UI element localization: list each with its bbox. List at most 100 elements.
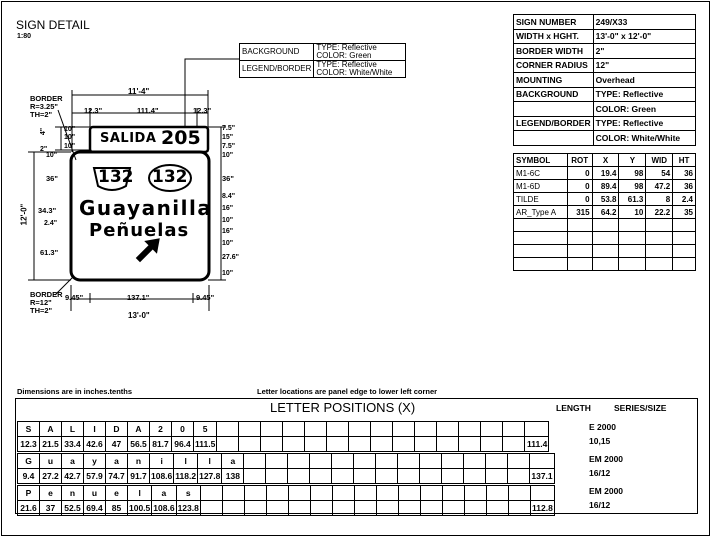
letter-cell: [309, 485, 333, 501]
dim-r-36: 36": [222, 174, 234, 183]
letter-cell: G: [17, 453, 40, 469]
x-cell: 74.7: [105, 468, 128, 484]
spec-value: COLOR: White/White: [592, 130, 697, 146]
x-cell: 85: [105, 500, 128, 516]
spec-row: WIDTH x HGHT.13'-0" x 12'-0": [513, 28, 697, 44]
x-cell: [414, 436, 438, 452]
dim-b-right: 9.45": [196, 293, 215, 302]
dim-l-10b: 10": [64, 134, 76, 141]
x-cell: 42.6: [83, 436, 106, 452]
x-cell: [353, 468, 377, 484]
symbol-cell: [672, 244, 696, 258]
letter-cell: l: [126, 485, 153, 501]
x-cell: [392, 436, 416, 452]
letter-cell: [287, 453, 311, 469]
symbol-cell: TILDE: [513, 192, 568, 206]
x-cell: [397, 500, 421, 516]
letter-cell: A: [39, 421, 62, 437]
letter-cell: [507, 485, 531, 501]
dim-r-10a: 10": [222, 152, 234, 159]
x-cell: 33.4: [61, 436, 84, 452]
dim-right-margin: 12.3": [193, 106, 212, 115]
letter-cell: n: [127, 453, 150, 469]
x-cell: [265, 500, 289, 516]
symbol-cell: 0: [566, 179, 593, 193]
symbol-cell: 98: [618, 166, 647, 180]
symbol-cell: 2.4: [672, 192, 696, 206]
letter-cell: D: [105, 421, 128, 437]
symbol-header-cell: HT: [672, 153, 696, 167]
letter-cell: [485, 453, 509, 469]
letter-cell: [414, 421, 438, 437]
x-cell: [326, 436, 350, 452]
dim-l-4: 4": [40, 127, 48, 136]
x-cell: 12.3: [17, 436, 40, 452]
symbol-cell: 22.2: [645, 205, 674, 219]
x-cell: [441, 500, 465, 516]
symbol-cell: 0: [566, 192, 593, 206]
symbol-cell: 89.4: [591, 179, 620, 193]
symbol-header-cell: SYMBOL: [513, 153, 568, 167]
symbol-header-cell: WID: [645, 153, 674, 167]
symbol-header-cell: ROT: [566, 153, 593, 167]
x-cell: [507, 500, 531, 516]
x-cell: [353, 500, 377, 516]
x-cell: 123.8: [175, 500, 201, 516]
series-name: E 2000: [589, 422, 616, 432]
symbol-cell: M1-6C: [513, 166, 568, 180]
symbol-cell: [591, 218, 620, 232]
letter-cell: [265, 453, 289, 469]
letter-cell: u: [83, 485, 106, 501]
symbol-cell: [566, 257, 593, 271]
spec-key: BORDER WIDTH: [513, 43, 594, 59]
spec-key: SIGN NUMBER: [513, 14, 594, 30]
x-cell: [502, 436, 526, 452]
border-bottom-thickness: TH=2": [30, 306, 53, 315]
symbol-cell: 35: [672, 205, 696, 219]
x-cell: [243, 468, 267, 484]
x-cell: 21.6: [17, 500, 40, 516]
letter-cell: [458, 421, 482, 437]
letter-cell: [260, 421, 284, 437]
symbol-cell: 54: [645, 166, 674, 180]
letter-cell: a: [151, 485, 177, 501]
route-shield-1-number: 132: [98, 167, 134, 187]
letter-cell: [502, 421, 526, 437]
letter-cell: [436, 421, 460, 437]
x-cell: 127.8: [197, 468, 223, 484]
destination-line-2: Peñuelas: [89, 220, 190, 241]
letter-cell: 5: [192, 421, 218, 437]
symbol-cell: [566, 244, 593, 258]
dim-r-75a: 7.5": [222, 125, 236, 132]
spec-key: MOUNTING: [513, 72, 594, 88]
spec-key: [513, 130, 594, 146]
spec-value: 249/X33: [592, 14, 697, 30]
letter-cell: I: [83, 421, 106, 437]
letter-cell: [282, 421, 306, 437]
letter-cell: [397, 453, 421, 469]
symbol-cell: AR_Type A: [513, 205, 568, 219]
letter-cell: [441, 485, 465, 501]
exit-panel-text: SALIDA: [100, 131, 157, 146]
symbol-row: [513, 257, 696, 271]
letter-cell: [480, 421, 504, 437]
spec-value: COLOR: Green: [592, 101, 697, 117]
letter-cell: l: [197, 453, 223, 469]
spec-key: [513, 101, 594, 117]
x-cell: 91.7: [127, 468, 150, 484]
symbol-cell: [591, 231, 620, 245]
dim-r-10b: 10": [222, 217, 234, 224]
x-cell: 100.5: [126, 500, 153, 516]
